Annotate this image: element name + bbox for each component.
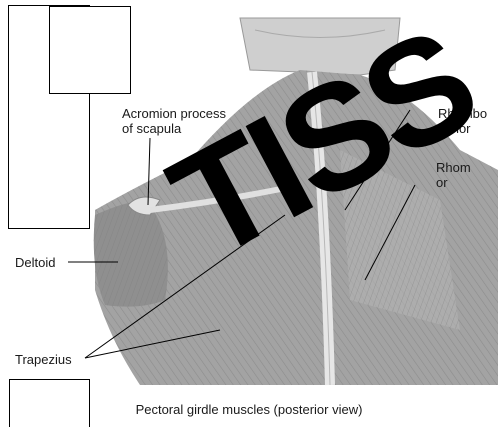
label-deltoid: Deltoid [15,255,55,270]
figure-caption: Pectoral girdle muscles (posterior view) [0,402,498,417]
label-trapezius: Trapezius [15,352,72,367]
label-rhomboid-major-line2: or [436,175,448,190]
occlusion-box-2 [49,6,131,94]
